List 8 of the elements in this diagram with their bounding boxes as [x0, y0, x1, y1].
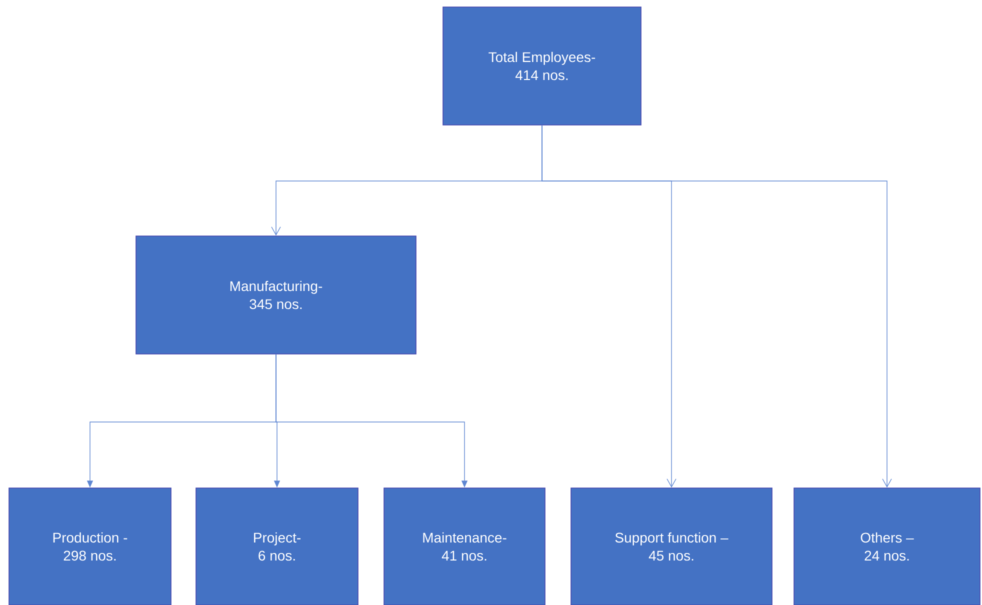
- box: Others – 24 nos.: [794, 488, 980, 605]
- box: Manufacturing- 345 nos.: [136, 236, 416, 354]
- box: Production - 298 nos.: [8, 488, 172, 605]
- arrow: [542, 125, 892, 488]
- box: Project- 6 nos.: [196, 488, 358, 605]
- box: Maintenance- 41 nos.: [384, 488, 546, 605]
- box: Support function – 45 nos.: [570, 488, 772, 605]
- box: Total Employees- 414 nos.: [442, 6, 642, 126]
